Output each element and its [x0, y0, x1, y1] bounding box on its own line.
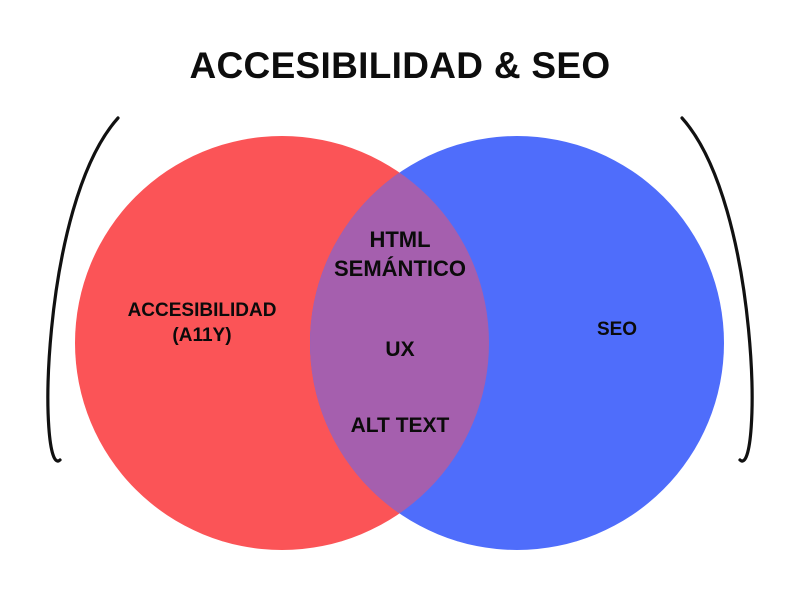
decorative-arc-right	[680, 116, 754, 463]
circle-intersection	[310, 136, 489, 550]
page-title: ACCESIBILIDAD & SEO	[189, 45, 611, 86]
label-html-semantico: HTML SEMÁNTICO	[334, 227, 466, 282]
label-accessibility: ACCESIBILIDAD (A11Y)	[127, 300, 277, 347]
label-seo: SEO	[596, 319, 638, 340]
decorative-arc-left	[46, 116, 120, 463]
label-alt-text: ALT TEXT	[350, 414, 450, 437]
label-ux: UX	[385, 338, 415, 361]
